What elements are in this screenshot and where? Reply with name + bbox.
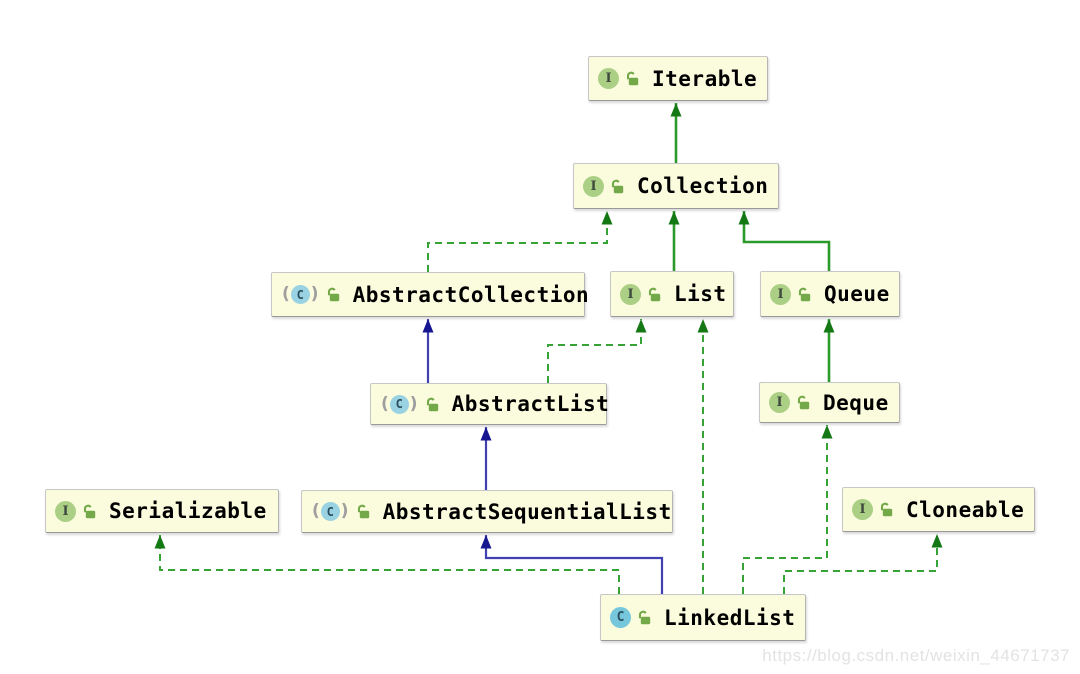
watermark: https://blog.csdn.net/weixin_44671737	[762, 646, 1070, 665]
interface-icon: I	[620, 283, 641, 305]
unlocked-icon	[648, 287, 661, 301]
edge-abstract-list-list	[547, 319, 647, 383]
interface-icon: I	[598, 68, 619, 89]
class-node-iterable[interactable]: I Iterable	[588, 56, 768, 101]
interface-icon: I	[55, 500, 76, 522]
class-name-label: Deque	[823, 390, 889, 415]
unlocked-icon	[357, 504, 369, 519]
class-name-label: LinkedList	[664, 605, 796, 630]
unlocked-icon	[611, 179, 624, 193]
unlocked-icon	[880, 502, 893, 517]
abstract-class-icon: ( C )	[381, 393, 418, 414]
class-icon: C	[610, 607, 631, 628]
edge-linked-list-abstract-sequential-list	[480, 535, 664, 594]
unlocked-icon	[327, 287, 339, 302]
edge-abstract-collection-collection	[427, 211, 613, 272]
class-node-abstract-list[interactable]: ( C ) AbstractList	[370, 383, 610, 425]
class-node-serializable[interactable]: I Serializable	[45, 489, 279, 533]
unlocked-icon	[626, 71, 639, 86]
unlocked-icon	[797, 395, 810, 410]
class-node-list[interactable]: I List	[610, 271, 734, 317]
edge-linked-list-cloneable	[783, 534, 943, 594]
class-name-label: Queue	[824, 282, 890, 306]
unlocked-icon	[426, 397, 438, 411]
interface-icon: I	[769, 392, 790, 413]
class-name-label: Collection	[637, 174, 769, 198]
edge-queue-collection	[738, 211, 831, 271]
interface-icon: I	[770, 283, 791, 305]
interface-icon: I	[583, 175, 604, 197]
class-node-queue[interactable]: I Queue	[760, 271, 900, 317]
class-node-linked-list[interactable]: C LinkedList	[600, 594, 806, 641]
class-node-abstract-sequential-list[interactable]: ( C ) AbstractSequentialList	[301, 490, 673, 533]
unlocked-icon	[638, 610, 651, 625]
class-node-collection[interactable]: I Collection	[573, 163, 779, 209]
class-name-label: Iterable	[652, 66, 758, 91]
edge-linked-list-serializable	[154, 535, 620, 594]
class-name-label: AbstractCollection	[352, 282, 590, 307]
class-name-label: AbstractList	[451, 392, 610, 416]
class-name-label: Cloneable	[906, 497, 1025, 522]
interface-icon: I	[852, 499, 873, 520]
abstract-class-icon: ( C )	[312, 501, 349, 521]
class-name-label: Serializable	[109, 499, 267, 523]
class-name-label: List	[674, 282, 727, 306]
class-node-deque[interactable]: I Deque	[759, 382, 900, 423]
class-node-cloneable[interactable]: I Cloneable	[842, 487, 1035, 532]
abstract-class-icon: ( C )	[282, 284, 319, 304]
edge-linked-list-deque	[742, 425, 833, 594]
unlocked-icon	[798, 287, 811, 301]
class-name-label: AbstractSequentialList	[382, 499, 672, 524]
unlocked-icon	[83, 504, 96, 518]
class-node-abstract-collection[interactable]: ( C ) AbstractCollection	[271, 272, 589, 317]
